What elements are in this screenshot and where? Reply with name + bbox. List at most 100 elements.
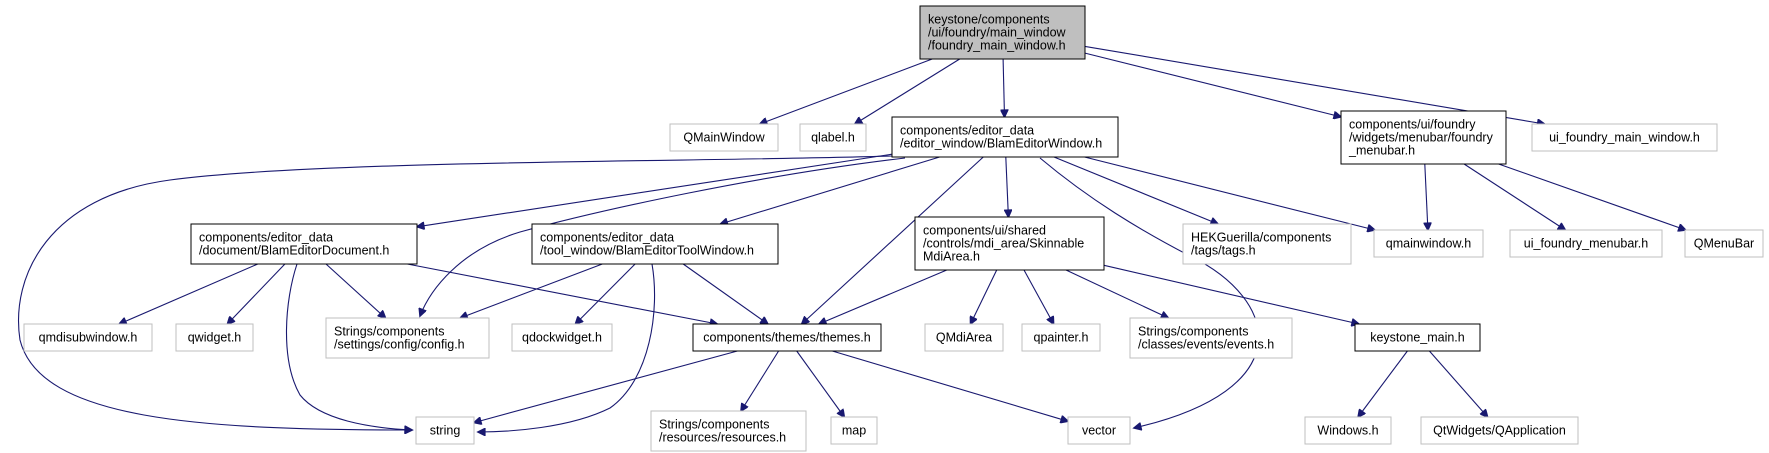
node-foundry-menubar[interactable]: components/ui/foundry/widgets/menubar/fo… bbox=[1340, 110, 1507, 165]
node-label-line: MdiArea.h bbox=[923, 250, 980, 264]
node-label-line: map bbox=[842, 424, 866, 438]
node-box bbox=[1531, 123, 1718, 152]
edge-blam-editor-window-to-vector bbox=[1039, 157, 1259, 428]
edge-blam-editor-document-to-config bbox=[325, 263, 386, 318]
edge-root-to-qmainwindow bbox=[760, 58, 933, 124]
node-box bbox=[924, 323, 1004, 352]
node-label-line: /foundry_main_window.h bbox=[928, 39, 1066, 53]
node-label-line: qlabel.h bbox=[811, 131, 855, 145]
edge-root-to-qlabel bbox=[855, 58, 960, 124]
edges bbox=[18, 45, 1686, 432]
edge-blam-editor-tool-window-to-themes bbox=[682, 263, 768, 324]
node-label-line: QMainWindow bbox=[683, 131, 765, 145]
edge-blam-editor-document-to-qmdisubwindow bbox=[119, 263, 259, 324]
edge-blam-editor-window-to-tags bbox=[1053, 156, 1218, 224]
node-skinnable-mdi-area[interactable]: components/ui/shared/controls/mdi_area/S… bbox=[914, 216, 1105, 271]
node-events[interactable]: Strings/components/classes/events/events… bbox=[1129, 317, 1293, 359]
node-box bbox=[1684, 229, 1764, 258]
edge-themes-to-vector bbox=[832, 350, 1068, 421]
node-root[interactable]: keystone/components/ui/foundry/main_wind… bbox=[919, 5, 1086, 60]
edge-skinnable-mdi-area-to-events bbox=[1065, 269, 1168, 318]
edge-skinnable-mdi-area-to-themes bbox=[819, 269, 948, 324]
node-label-line: components/themes/themes.h bbox=[703, 331, 870, 345]
edge-blam-editor-window-to-themes bbox=[802, 156, 984, 324]
node-label-line: /widgets/menubar/foundry bbox=[1349, 131, 1494, 145]
node-qlabel[interactable]: qlabel.h bbox=[799, 123, 867, 152]
edge-blam-editor-window-to-blam-editor-document bbox=[417, 153, 893, 227]
node-box bbox=[919, 5, 1086, 60]
node-qdockwidget[interactable]: qdockwidget.h bbox=[511, 323, 613, 352]
node-qwidget[interactable]: qwidget.h bbox=[175, 323, 254, 352]
node-label-line: /tool_window/BlamEditorToolWindow.h bbox=[540, 244, 754, 258]
node-qmainwindow-h[interactable]: qmainwindow.h bbox=[1373, 229, 1484, 258]
node-box bbox=[1129, 317, 1293, 359]
node-label-line: /document/BlamEditorDocument.h bbox=[199, 244, 389, 258]
node-themes[interactable]: components/themes/themes.h bbox=[692, 323, 882, 352]
node-label-line: qpainter.h bbox=[1034, 331, 1089, 345]
edge-themes-to-string bbox=[474, 350, 738, 423]
node-qmainwindow[interactable]: QMainWindow bbox=[669, 123, 779, 152]
node-label-line: components/editor_data bbox=[900, 124, 1034, 138]
edge-keystone-main-to-qapplication bbox=[1428, 350, 1487, 417]
node-keystone-main[interactable]: keystone_main.h bbox=[1354, 323, 1481, 352]
node-label-line: keystone/components bbox=[928, 13, 1050, 27]
node-qapplication[interactable]: QtWidgets/QApplication bbox=[1420, 416, 1579, 445]
node-label-line: qdockwidget.h bbox=[522, 331, 602, 345]
node-blam-editor-document[interactable]: components/editor_data/document/BlamEdit… bbox=[190, 223, 418, 265]
edge-blam-editor-document-to-qwidget bbox=[227, 263, 286, 324]
nodes: keystone/components/ui/foundry/main_wind… bbox=[23, 5, 1764, 452]
edge-root-to-blam-editor-window bbox=[1003, 58, 1004, 117]
node-ui-foundry-main-window[interactable]: ui_foundry_main_window.h bbox=[1531, 123, 1718, 152]
node-box bbox=[23, 323, 153, 352]
node-box bbox=[1182, 223, 1352, 265]
node-config[interactable]: Strings/components/settings/config/confi… bbox=[325, 317, 490, 359]
edge-keystone-main-to-windows bbox=[1358, 350, 1408, 417]
node-label-line: /ui/foundry/main_window bbox=[928, 26, 1067, 40]
node-label-line: QMenuBar bbox=[1694, 237, 1754, 251]
node-box bbox=[830, 416, 878, 445]
node-label-line: string bbox=[430, 424, 461, 438]
node-label-line: components/ui/shared bbox=[923, 224, 1046, 238]
node-tags[interactable]: HEKGuerilla/components/tags/tags.h bbox=[1182, 223, 1352, 265]
edge-skinnable-mdi-area-to-qmdiarea bbox=[971, 269, 998, 324]
node-ui-foundry-menubar[interactable]: ui_foundry_menubar.h bbox=[1509, 229, 1663, 258]
node-box bbox=[1304, 416, 1392, 445]
node-qmdisubwindow[interactable]: qmdisubwindow.h bbox=[23, 323, 153, 352]
node-label-line: Windows.h bbox=[1317, 424, 1378, 438]
node-box bbox=[1021, 323, 1101, 352]
edge-skinnable-mdi-area-to-qpainter bbox=[1023, 269, 1054, 324]
node-qmdiarea[interactable]: QMdiArea bbox=[924, 323, 1004, 352]
node-box bbox=[799, 123, 867, 152]
node-label-line: qmdisubwindow.h bbox=[39, 331, 138, 345]
node-qpainter[interactable]: qpainter.h bbox=[1021, 323, 1101, 352]
node-label-line: components/editor_data bbox=[540, 231, 674, 245]
edge-blam-editor-tool-window-to-config bbox=[460, 263, 603, 318]
node-box bbox=[325, 317, 490, 359]
node-windows[interactable]: Windows.h bbox=[1304, 416, 1392, 445]
node-box bbox=[692, 323, 882, 352]
node-label-line: vector bbox=[1082, 424, 1116, 438]
node-box bbox=[511, 323, 613, 352]
edge-foundry-menubar-to-ui-foundry-menubar bbox=[1463, 163, 1565, 230]
node-blam-editor-tool-window[interactable]: components/editor_data/tool_window/BlamE… bbox=[531, 223, 779, 265]
node-label-line: QtWidgets/QApplication bbox=[1433, 424, 1566, 438]
node-string[interactable]: string bbox=[415, 416, 475, 445]
edge-foundry-menubar-to-qmenubar bbox=[1498, 163, 1686, 230]
node-resources[interactable]: Strings/components/resources/resources.h bbox=[650, 410, 807, 452]
edge-blam-editor-window-to-qmainwindow-h bbox=[1084, 156, 1375, 230]
node-blam-editor-window[interactable]: components/editor_data/editor_window/Bla… bbox=[891, 116, 1119, 158]
edge-blam-editor-window-to-blam-editor-tool-window bbox=[720, 156, 940, 224]
node-map[interactable]: map bbox=[830, 416, 878, 445]
node-vector[interactable]: vector bbox=[1067, 416, 1131, 445]
node-label-line: Strings/components bbox=[659, 418, 769, 432]
node-label-line: Strings/components bbox=[1138, 325, 1248, 339]
node-box bbox=[891, 116, 1119, 158]
node-label-line: ui_foundry_menubar.h bbox=[1524, 237, 1648, 251]
node-box bbox=[190, 223, 418, 265]
node-label-line: HEKGuerilla/components bbox=[1191, 231, 1331, 245]
node-label-line: qwidget.h bbox=[188, 331, 242, 345]
edge-themes-to-map bbox=[796, 350, 845, 417]
node-label-line: QMdiArea bbox=[936, 331, 992, 345]
node-qmenubar[interactable]: QMenuBar bbox=[1684, 229, 1764, 258]
